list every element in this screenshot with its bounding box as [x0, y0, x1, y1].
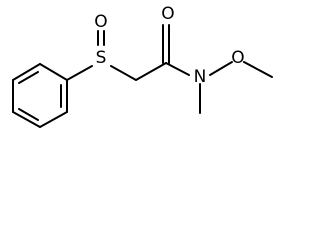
sulfur-methylene-bond [110, 65, 137, 81]
carbonyl-oxygen-label: O [161, 4, 174, 24]
ring-bond [39, 63, 68, 81]
ring-bond [12, 63, 41, 81]
sulfinyl-oxygen-label: O [94, 12, 107, 32]
phenyl-sulfur-bond [66, 65, 93, 81]
methoxy-oxygen-label: O [231, 48, 244, 68]
oxygen-methyl-bond [243, 61, 273, 78]
carbonyl-nitrogen-bond [165, 62, 190, 76]
ring-double-bond [18, 108, 39, 121]
methylene-carbonyl-bond [135, 62, 167, 81]
nitrogen-oxygen-bond [209, 61, 233, 76]
sulfur-atom-label: S [96, 48, 107, 68]
phenyl-ring [12, 63, 68, 128]
ring-bond [12, 111, 41, 128]
chemical-structure: S O O N O [12, 4, 273, 128]
ring-double-bond [18, 71, 39, 84]
nitrogen-atom-label: N [194, 67, 207, 87]
ring-bond [39, 111, 68, 128]
